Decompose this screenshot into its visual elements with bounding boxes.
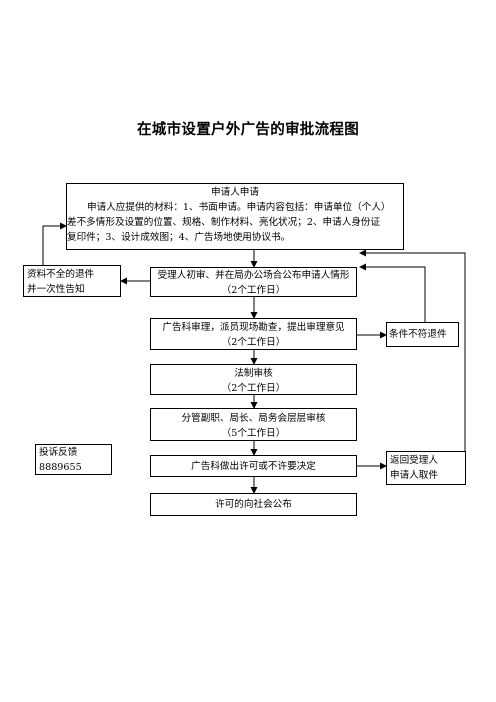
legal-review-line-1: 法制审核 — [234, 368, 273, 379]
decision-line-1: 广告科做出许可或不许要决定 — [191, 461, 316, 472]
node-acceptance: 受理人初审、并在局办公场合公布申请人情形 （2个工作日） — [150, 267, 357, 297]
return-pickup-line-2: 申请人取件 — [390, 470, 438, 481]
application-line-3: 复印件；3、设计成效图；4、广告场地使用协议书。 — [67, 232, 291, 243]
leader-review-line-2: （5个工作日） — [221, 428, 286, 439]
incomplete-line-2: 并一次性告知 — [27, 284, 85, 295]
acceptance-line-2: （2个工作日） — [221, 285, 286, 296]
application-heading: 申请人申请 — [211, 187, 259, 198]
node-legal-review: 法制审核 （2个工作日） — [150, 364, 357, 395]
incomplete-line-1: 资料不全的退件 — [27, 269, 95, 280]
complaint-line-1: 投诉反馈 — [39, 447, 78, 458]
arrow-return-to-acceptance — [359, 249, 466, 451]
node-return-pickup: 返回受理人 申请人取件 — [386, 451, 466, 485]
unqualified-line-1: 条件不符退件 — [389, 329, 447, 340]
acceptance-line-1: 受理人初审、并在局办公场合公布申请人情形 — [157, 270, 350, 281]
diagram-title: 在城市设置户外广告的审批流程图 — [137, 122, 359, 138]
ad-review-line-2: （2个工作日） — [221, 337, 286, 348]
complaint-phone: 8889655 — [39, 462, 82, 473]
node-incomplete-return: 资料不全的退件 并一次性告知 — [23, 265, 121, 297]
node-unqualified-return: 条件不符退件 — [386, 322, 459, 347]
publish-line-1: 许可的向社会公布 — [215, 499, 292, 510]
node-ad-review: 广告科审理，派员现场勘查，提出审理意见 （2个工作日） — [150, 318, 357, 350]
leader-review-line-1: 分管副职、局长、局务会层层审核 — [181, 413, 326, 424]
legal-review-line-2: （2个工作日） — [221, 383, 286, 394]
application-line-1: 申请人应提供的材料：1、书面申请。申请内容包括：申请单位（个人） — [87, 202, 391, 213]
arrow-unqualified-to-acceptance — [359, 263, 426, 322]
ad-review-line-1: 广告科审理，派员现场勘查，提出审理意见 — [162, 322, 345, 333]
node-application: 申请人申请 申请人应提供的材料：1、书面申请。申请内容包括：申请单位（个人） 差… — [66, 183, 404, 250]
node-publish: 许可的向社会公布 — [150, 493, 357, 516]
arrow-incomplete-to-application — [42, 222, 67, 265]
node-complaint: 投诉反馈 8889655 — [35, 444, 112, 475]
return-pickup-line-1: 返回受理人 — [390, 455, 438, 466]
node-leader-review: 分管副职、局长、局务会层层审核 （5个工作日） — [150, 408, 357, 441]
node-decision: 广告科做出许可或不许要决定 — [150, 455, 357, 477]
application-line-2: 差不多情形及设置的位置、规格、制作材料、亮化状况；2、申请人身份证 — [67, 217, 381, 228]
